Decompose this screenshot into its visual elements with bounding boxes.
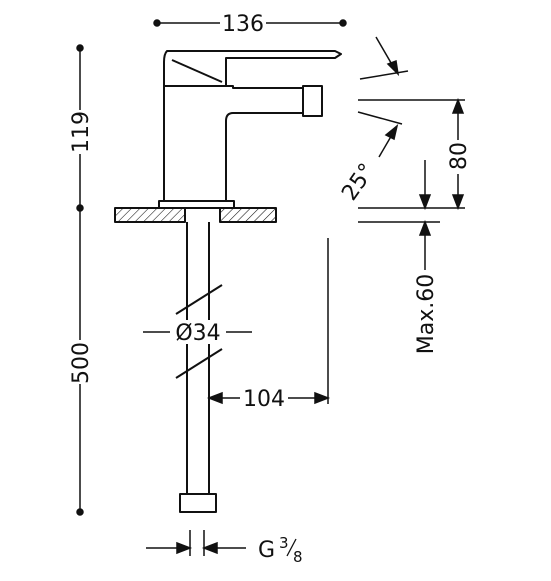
thread-fraction-bar: [286, 538, 297, 557]
break-line-top: [175, 284, 223, 315]
label-thread-denominator: 8: [293, 548, 303, 566]
arrow-head: [386, 59, 400, 77]
arrow-head: [176, 541, 193, 555]
angle-line-bottom: [357, 111, 403, 125]
label-height-119: 119: [69, 111, 94, 153]
label-thread-numerator: 3: [279, 534, 289, 552]
lever-handle: [163, 50, 342, 87]
arrow-head: [418, 219, 432, 236]
label-bg: [70, 110, 90, 154]
label-reach-104: 104: [243, 387, 285, 412]
label-bg: [448, 140, 468, 174]
arrow-head: [451, 97, 465, 114]
label-height-80: 80: [447, 142, 472, 170]
dim-dot: [76, 44, 84, 52]
arrow-head: [451, 194, 465, 211]
arrow-head: [418, 194, 432, 211]
dim-dot: [76, 508, 84, 516]
arrow-head: [206, 391, 223, 405]
countertop-left: [114, 207, 186, 223]
arrow-head: [384, 124, 399, 141]
break-line-bottom: [175, 348, 223, 379]
label-bg: [70, 340, 90, 384]
label-width-136: 136: [222, 12, 264, 37]
label-bg: [170, 320, 226, 344]
mounting-base: [158, 200, 235, 209]
aerator: [302, 85, 323, 117]
angle-line-top: [359, 70, 409, 80]
label-length-500: 500: [69, 342, 94, 384]
arrow-head: [201, 541, 218, 555]
faucet-body: [163, 85, 319, 202]
label-bg: [220, 13, 266, 35]
countertop-right: [219, 207, 277, 223]
arrow-head: [314, 391, 331, 405]
dim-dot: [76, 204, 84, 212]
dim-dot: [153, 19, 161, 27]
label-diameter-34: Ø34: [175, 321, 220, 346]
thread-fitting: [179, 493, 217, 513]
dim-dot: [339, 19, 347, 27]
label-thread-g: G: [258, 538, 275, 563]
lever-crease: [171, 59, 223, 83]
label-max-60: Max.60: [414, 274, 439, 354]
label-bg: [240, 386, 288, 410]
label-angle-25: 25°: [337, 159, 380, 205]
